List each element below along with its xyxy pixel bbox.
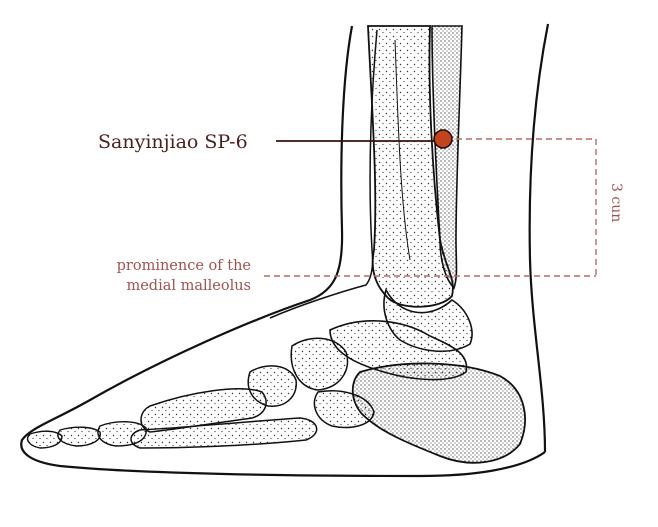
calcaneus-bone bbox=[351, 362, 526, 464]
leg-inner-line bbox=[269, 29, 378, 319]
toe-bones bbox=[26, 421, 147, 449]
leg-front-outline bbox=[20, 25, 546, 478]
landmark-label-line1: prominence of the bbox=[117, 258, 251, 274]
leg-back-outline bbox=[528, 23, 550, 453]
tibia-bone bbox=[367, 25, 454, 308]
acupoint-label: Sanyinjiao SP-6 bbox=[98, 131, 248, 153]
measurement-bracket bbox=[264, 138, 597, 277]
landmark-label-line2: medial malleolus bbox=[126, 278, 251, 294]
acupoint-marker bbox=[433, 129, 453, 149]
measurement-label: 3 cun bbox=[608, 183, 624, 222]
metatarsal-bones bbox=[130, 388, 318, 449]
